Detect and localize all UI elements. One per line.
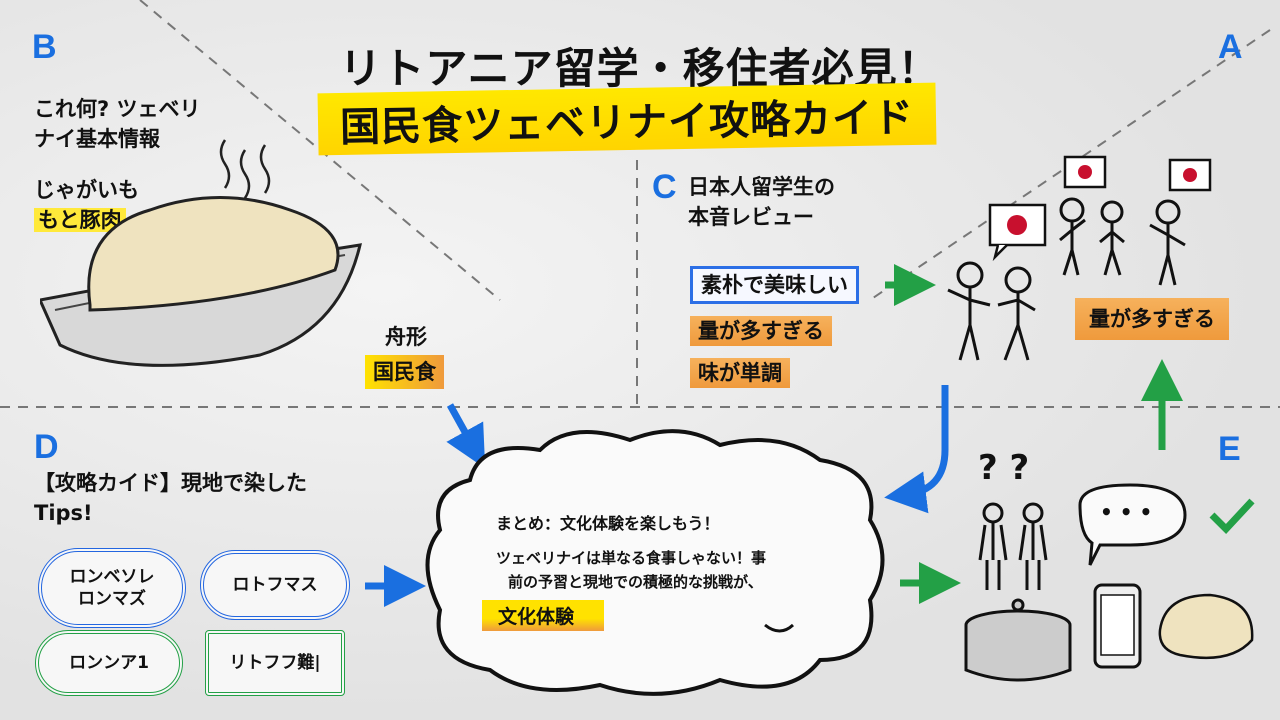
section-b-letter: B <box>32 28 57 66</box>
summary-highlight: 文化体験 <box>482 600 605 631</box>
arrow-icon <box>884 385 949 514</box>
review-positive: 素朴で美味しい <box>690 266 859 304</box>
dumpling-plate-icon <box>1158 593 1254 660</box>
heading-line: 本音レビュー <box>688 205 814 229</box>
section-c-heading: 日本人留学生の 本音レビュー <box>688 172 835 232</box>
ingredient: じゃがいも <box>34 178 139 202</box>
stick-figures <box>947 197 1186 590</box>
speech-ellipsis: • • • <box>1100 500 1153 524</box>
japan-flag-icon <box>988 203 1047 262</box>
section-d-heading: 【攻略カイド】現地で染した Tips! <box>34 468 307 528</box>
review-negative: 味が単調 <box>690 358 790 388</box>
japan-flag-icon <box>1063 155 1107 189</box>
national-food-label: 国民食 <box>365 355 444 389</box>
tip-cloud: リトフフ難| <box>205 630 345 696</box>
ingredient: もと豚肉 <box>34 208 126 232</box>
heading-line: これ何? ツェベリ <box>34 97 201 121</box>
japan-flag-icon <box>1168 158 1212 192</box>
smile-icon <box>764 623 795 633</box>
summary-heading: まとめ：文化体験を楽しもう！ <box>496 514 720 533</box>
section-d-letter: D <box>34 428 59 466</box>
tip-cloud: ロンベソレ ロンマズ <box>38 548 186 628</box>
ingredients: じゃがいも もと豚肉 <box>34 175 139 235</box>
speech-bubble-icon <box>1078 483 1187 566</box>
summary-text: 前の予習と現地での積極的な挑戦が、 <box>508 573 763 591</box>
heading-line: 日本人留学生の <box>688 175 835 199</box>
dumpling-bowl-illustration <box>40 139 362 367</box>
summary-text: ツェベリナイは単なる食事しゃない！事 <box>496 549 767 567</box>
heading-line: ナイ基本情報 <box>34 127 160 151</box>
section-a-badge: 量が多すぎる <box>1075 298 1229 340</box>
heading-line: 【攻略カイド】現地で染した <box>34 471 307 495</box>
review-negative: 量が多すぎる <box>690 316 832 346</box>
tip-cloud: ロトフマス <box>200 550 350 620</box>
pot-icon <box>964 598 1072 682</box>
section-e-letter: E <box>1218 430 1241 468</box>
arrow-icon <box>446 403 486 469</box>
question-marks: ? ? <box>978 448 1030 488</box>
heading-line: Tips! <box>34 501 93 525</box>
tip-cloud: ロンンア1 <box>35 630 183 696</box>
check-icon <box>1209 498 1255 535</box>
section-a-letter: A <box>1218 28 1243 66</box>
shape-label: 舟形 <box>385 325 427 349</box>
section-c-letter: C <box>652 168 677 206</box>
section-b-heading: これ何? ツェベリ ナイ基本情報 <box>34 94 201 154</box>
